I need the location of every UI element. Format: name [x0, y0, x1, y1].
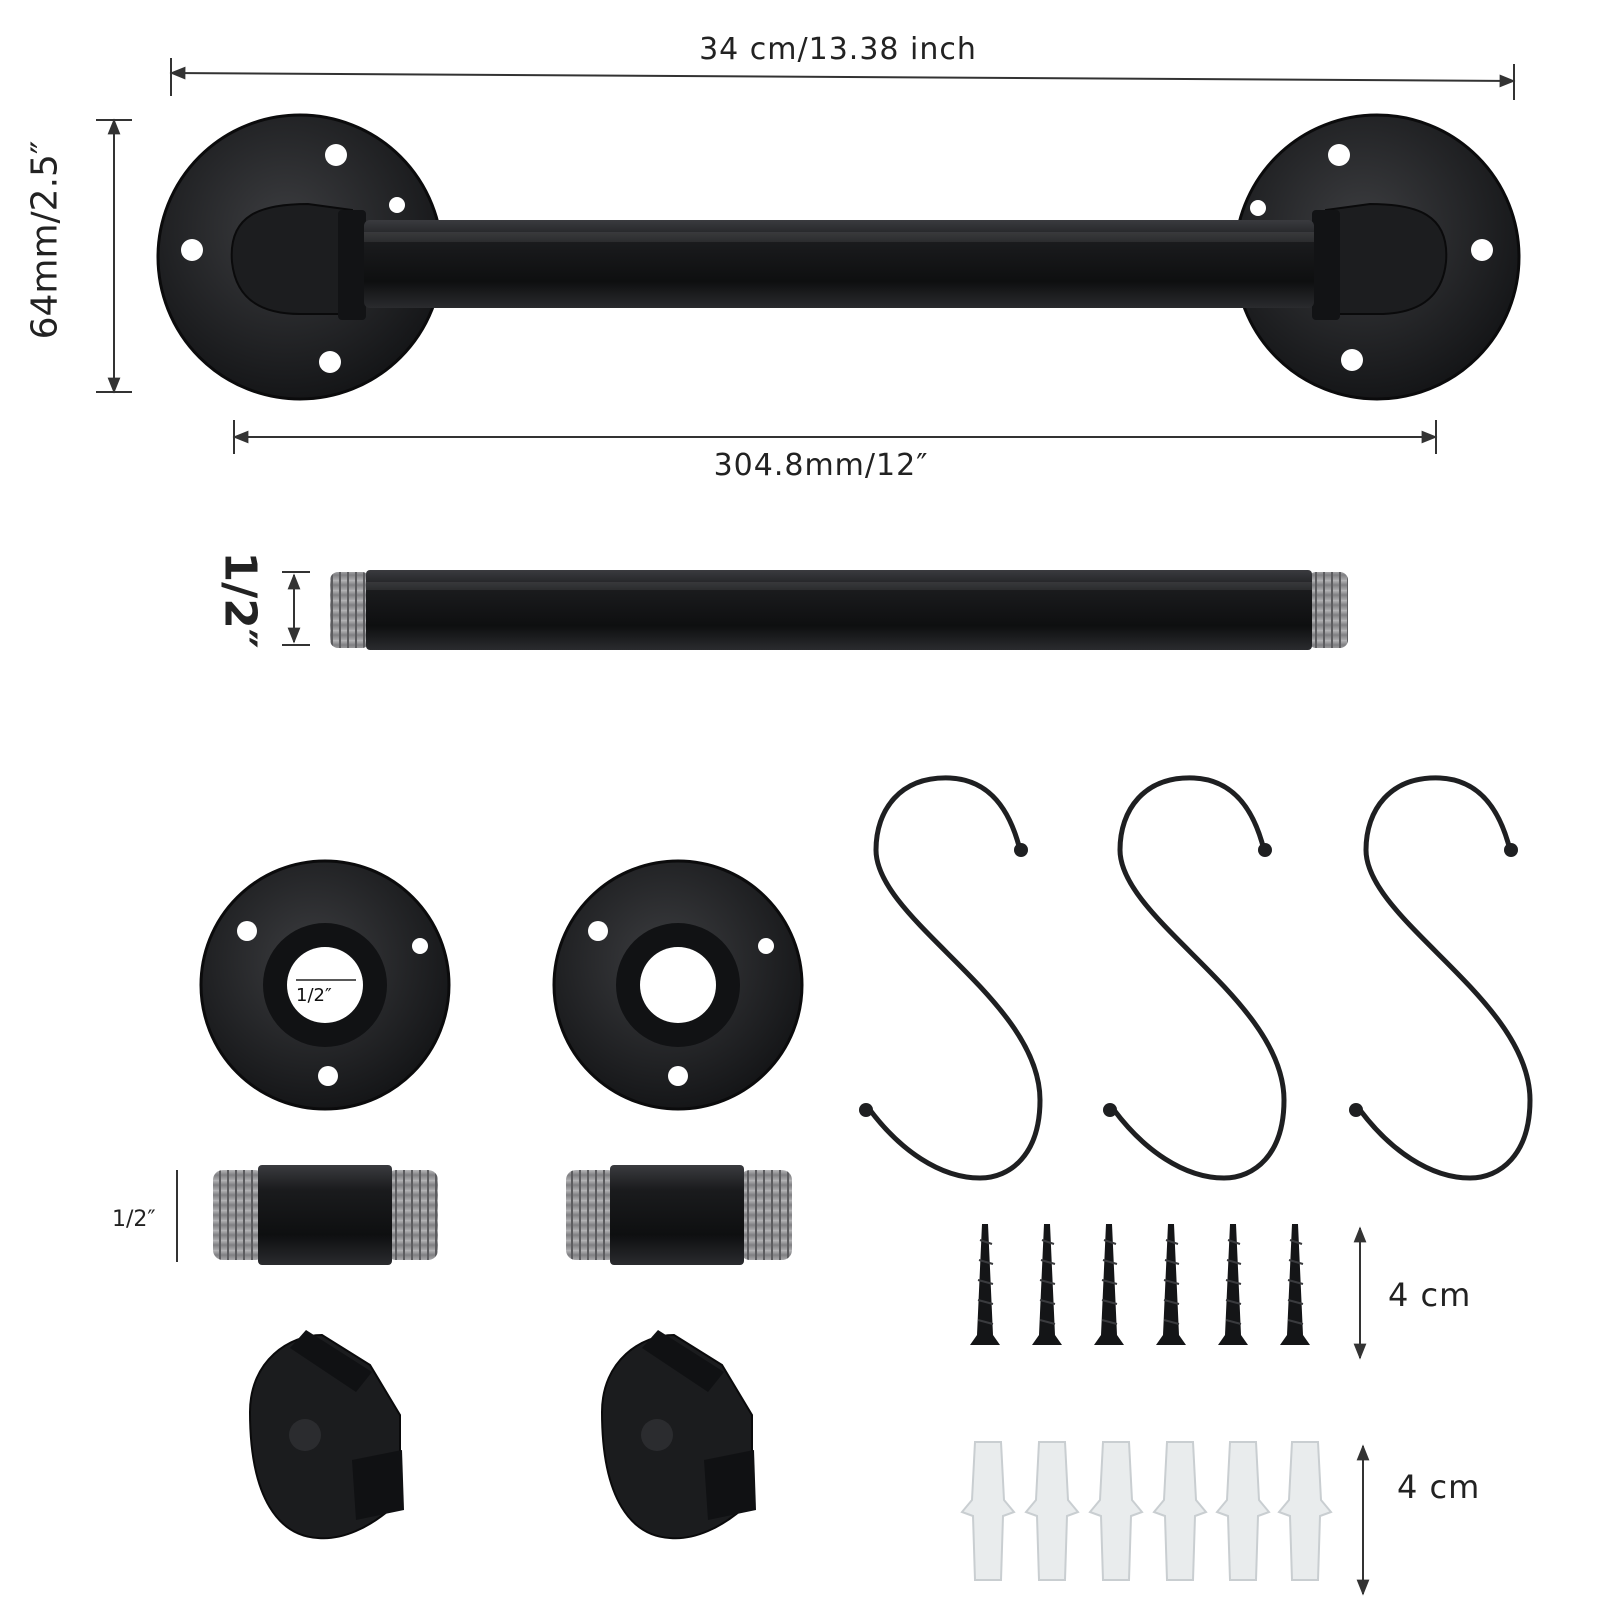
flange-part-1 [199, 859, 451, 1111]
screw-length-label: 4 cm [1388, 1276, 1472, 1314]
s-hook-1 [859, 775, 1043, 1181]
pipe-span-label: 304.8mm/12″ [713, 448, 929, 483]
pipe-diameter-label: 1/2″ [214, 551, 266, 649]
flange-part-2 [552, 859, 804, 1111]
assembled-towel-bar [156, 113, 1521, 401]
pipe-nipple-2 [566, 1165, 792, 1265]
flange-bore-label: 1/2″ [296, 985, 332, 1006]
screw-4 [1156, 1224, 1186, 1345]
nipple-diameter-label: 1/2″ [112, 1207, 156, 1232]
right-elbow [1325, 202, 1448, 315]
elbow-part-2 [600, 1330, 756, 1540]
screw-2 [1032, 1224, 1062, 1345]
height-label: 64mm/2.5″ [24, 140, 66, 340]
wall-anchor-2 [1024, 1441, 1080, 1581]
s-hook-3 [1349, 775, 1533, 1181]
wall-anchor-6 [1277, 1441, 1333, 1581]
elbow-part-1 [248, 1330, 404, 1540]
anchor-length-label: 4 cm [1397, 1468, 1481, 1506]
pipe-span-dimension-line [232, 420, 1438, 454]
left-elbow [230, 202, 353, 315]
overall-width-label: 34 cm/13.38 inch [699, 32, 977, 67]
height-dimension-line [96, 118, 132, 394]
towel-bar-rod [364, 220, 1314, 308]
loose-pipe [330, 570, 1348, 650]
wall-anchor-3 [1088, 1441, 1144, 1581]
overall-width-dimension-line [169, 58, 1516, 100]
wall-anchor-4 [1152, 1441, 1208, 1581]
screw-6 [1280, 1224, 1310, 1345]
screw-3 [1094, 1224, 1124, 1345]
pipe-diameter-dimension-line [282, 571, 310, 646]
pipe-nipple-1 [213, 1165, 438, 1265]
s-hook-2 [1103, 775, 1287, 1181]
wall-anchor-5 [1215, 1441, 1271, 1581]
screw-1 [970, 1224, 1000, 1345]
wall-anchor-1 [960, 1441, 1016, 1581]
screw-5 [1218, 1224, 1248, 1345]
